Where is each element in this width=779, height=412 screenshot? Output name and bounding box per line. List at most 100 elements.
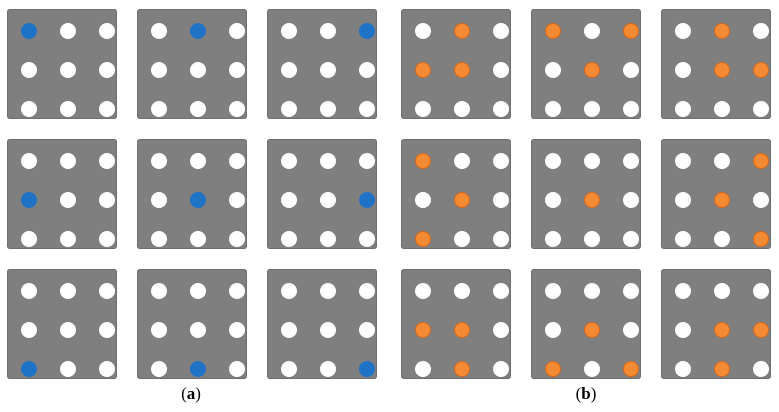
highlighted-dot: [714, 361, 730, 377]
dot: [99, 153, 115, 169]
dot: [281, 361, 297, 377]
panel-a-r1-c3: [267, 9, 377, 119]
dot: [281, 101, 297, 117]
dot: [359, 153, 375, 169]
dot: [623, 101, 639, 117]
dot: [320, 153, 336, 169]
dot: [281, 283, 297, 299]
dot: [545, 192, 561, 208]
dot: [493, 361, 509, 377]
dot: [415, 23, 431, 39]
highlighted-dot: [454, 62, 470, 78]
panel-a-r2-c2: [137, 139, 247, 249]
dot: [229, 322, 245, 338]
dot: [99, 62, 115, 78]
dot: [281, 192, 297, 208]
panel-a-r1-c1: [7, 9, 117, 119]
caption-b-open: (: [575, 384, 582, 403]
dot: [151, 322, 167, 338]
dot: [320, 322, 336, 338]
highlighted-dot: [415, 231, 431, 247]
dot: [415, 192, 431, 208]
dot: [714, 231, 730, 247]
dot: [320, 283, 336, 299]
dot: [60, 361, 76, 377]
dot: [99, 101, 115, 117]
dot: [675, 153, 691, 169]
dot: [21, 231, 37, 247]
dot: [753, 361, 769, 377]
highlighted-dot: [21, 23, 37, 39]
panel-b-r2-c2: [531, 139, 641, 249]
dot: [190, 101, 206, 117]
highlighted-dot: [21, 192, 37, 208]
dot: [320, 361, 336, 377]
dot: [151, 231, 167, 247]
dot: [545, 153, 561, 169]
panel-b-r2-c1: [401, 139, 511, 249]
dot: [99, 283, 115, 299]
highlighted-dot: [714, 192, 730, 208]
highlighted-dot: [584, 192, 600, 208]
highlighted-dot: [454, 23, 470, 39]
dot: [415, 361, 431, 377]
dot: [584, 153, 600, 169]
dot: [60, 192, 76, 208]
dot: [454, 153, 470, 169]
dot: [714, 283, 730, 299]
dot: [545, 283, 561, 299]
dot: [675, 62, 691, 78]
dot: [281, 231, 297, 247]
highlighted-dot: [359, 192, 375, 208]
dot: [151, 361, 167, 377]
highlighted-dot: [190, 23, 206, 39]
dot: [493, 101, 509, 117]
panel-a-r3-c3: [267, 269, 377, 379]
caption-b: (b): [576, 384, 597, 404]
panel-a-r2-c1: [7, 139, 117, 249]
highlighted-dot: [190, 361, 206, 377]
caption-a-letter: a: [186, 384, 196, 403]
dot: [753, 23, 769, 39]
dot: [320, 62, 336, 78]
dot: [675, 322, 691, 338]
dot: [623, 62, 639, 78]
highlighted-dot: [545, 23, 561, 39]
dot: [320, 192, 336, 208]
dot: [584, 23, 600, 39]
dot: [415, 283, 431, 299]
highlighted-dot: [415, 153, 431, 169]
caption-b-close: ): [590, 384, 597, 403]
dot: [281, 62, 297, 78]
highlighted-dot: [714, 322, 730, 338]
dot: [190, 231, 206, 247]
dot: [753, 101, 769, 117]
dot: [675, 192, 691, 208]
panel-b-r1-c3: [661, 9, 771, 119]
highlighted-dot: [714, 62, 730, 78]
panel-b-r3-c1: [401, 269, 511, 379]
dot: [60, 231, 76, 247]
highlighted-dot: [359, 361, 375, 377]
dot: [190, 283, 206, 299]
dot: [675, 23, 691, 39]
dot: [493, 322, 509, 338]
panel-a-r1-c2: [137, 9, 247, 119]
dot: [190, 153, 206, 169]
dot: [60, 153, 76, 169]
dot: [99, 322, 115, 338]
highlighted-dot: [415, 322, 431, 338]
highlighted-dot: [714, 23, 730, 39]
highlighted-dot: [359, 23, 375, 39]
dot: [359, 283, 375, 299]
dot: [21, 101, 37, 117]
dot: [21, 283, 37, 299]
dot: [229, 231, 245, 247]
dot: [545, 101, 561, 117]
dot: [281, 322, 297, 338]
panel-b-r1-c1: [401, 9, 511, 119]
dot: [753, 192, 769, 208]
dot: [320, 101, 336, 117]
caption-b-letter: b: [581, 384, 591, 403]
dot: [493, 23, 509, 39]
